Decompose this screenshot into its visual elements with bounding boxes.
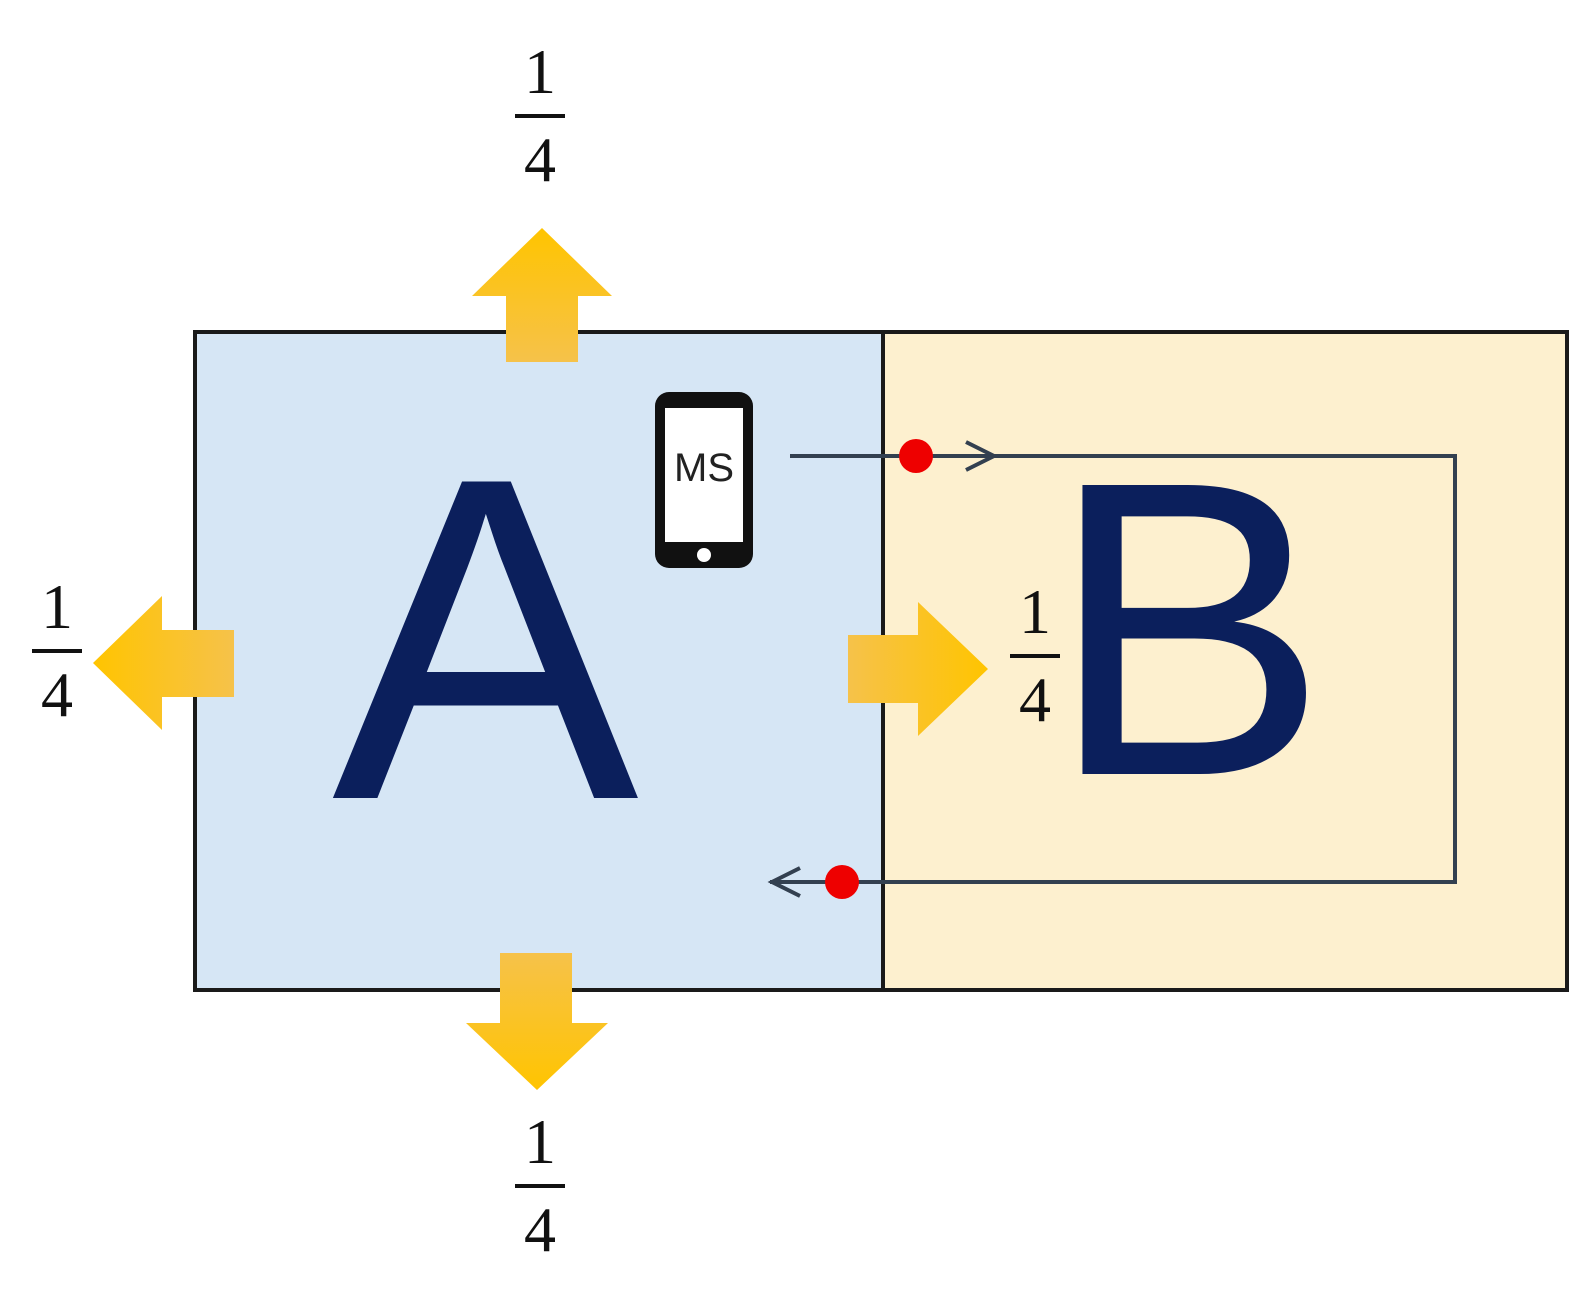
arrow-down	[466, 953, 608, 1090]
path-arrowhead-left	[767, 866, 801, 898]
fraction-bar	[32, 649, 82, 653]
boundary-crossing-marker-in	[825, 865, 859, 899]
fraction-bar	[515, 114, 565, 118]
fraction-right-numerator: 1	[1019, 576, 1051, 647]
fraction-left-denominator: 4	[41, 659, 73, 730]
fraction-bar	[1010, 654, 1060, 658]
mobile-station-icon: MS	[655, 392, 753, 568]
fraction-top-denominator: 4	[524, 124, 556, 195]
mobile-station-label: MS	[674, 446, 734, 490]
fraction-bottom-numerator: 1	[524, 1106, 556, 1177]
fraction-right: 1 4	[1000, 580, 1070, 732]
boundary-crossing-marker-out	[899, 439, 933, 473]
region-b-label: B	[1048, 395, 1329, 864]
fraction-top-numerator: 1	[524, 36, 556, 107]
fraction-right-denominator: 4	[1019, 664, 1051, 735]
fraction-left: 1 4	[22, 575, 92, 727]
fraction-left-numerator: 1	[41, 571, 73, 642]
fraction-top: 1 4	[505, 40, 575, 192]
arrow-up	[472, 228, 612, 362]
fraction-bar	[515, 1184, 565, 1188]
phone-home-button	[697, 548, 711, 562]
fraction-bottom-denominator: 4	[524, 1194, 556, 1265]
arrow-left	[93, 596, 234, 730]
path-arrowhead-right	[965, 440, 999, 472]
arrow-right	[848, 602, 988, 736]
fraction-bottom: 1 4	[505, 1110, 575, 1262]
movement-path	[770, 454, 1457, 884]
region-a-label: A	[332, 383, 639, 896]
